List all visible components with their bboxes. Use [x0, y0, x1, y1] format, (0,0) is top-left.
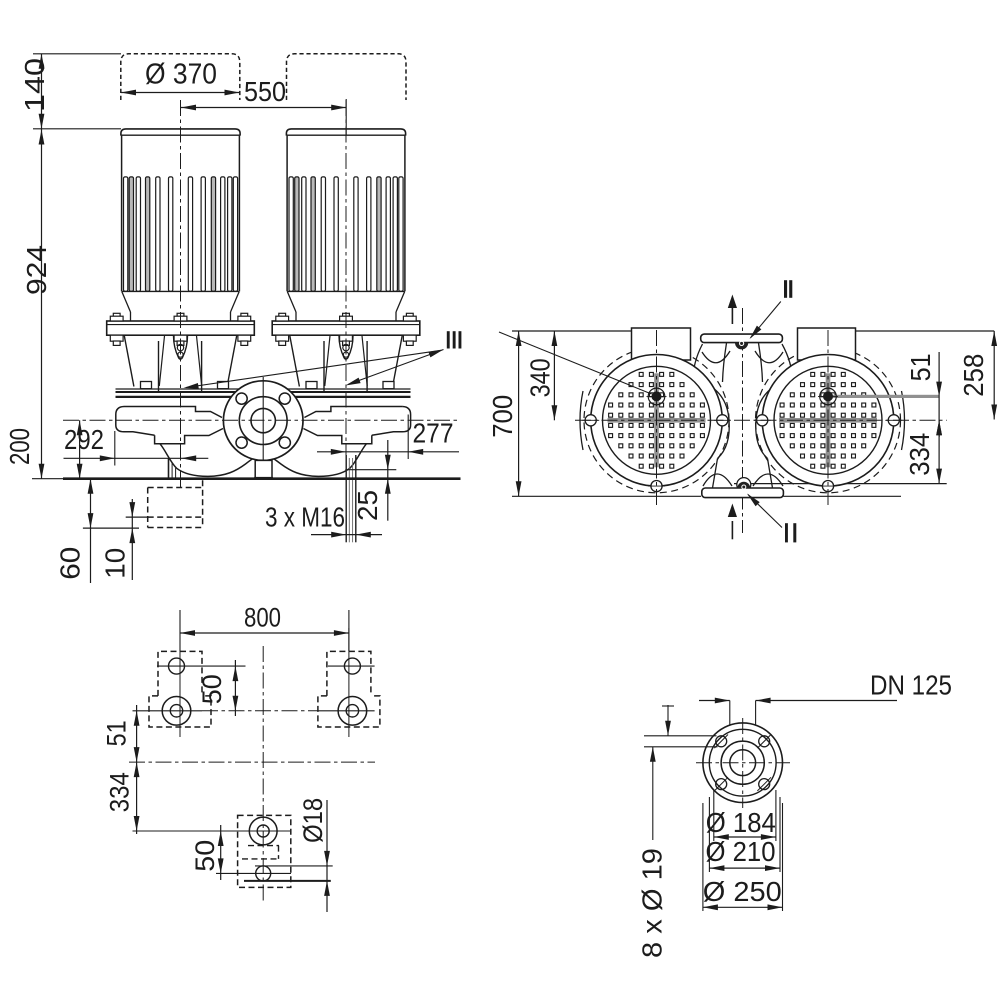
svg-text:51: 51	[905, 353, 936, 381]
svg-text:800: 800	[244, 603, 281, 633]
svg-text:340: 340	[525, 358, 556, 397]
svg-text:140: 140	[19, 58, 50, 112]
svg-text:Ø 370: Ø 370	[145, 59, 217, 91]
svg-text:Ø18: Ø18	[298, 798, 328, 843]
svg-text:50: 50	[190, 840, 220, 872]
svg-text:Ø 250: Ø 250	[703, 876, 782, 907]
svg-text:DN 125: DN 125	[870, 670, 952, 701]
svg-text:50: 50	[197, 674, 227, 704]
svg-text:292: 292	[64, 424, 104, 455]
svg-text:700: 700	[487, 395, 518, 438]
svg-text:8 x Ø 19: 8 x Ø 19	[637, 848, 668, 958]
svg-text:258: 258	[958, 354, 989, 397]
svg-text:25: 25	[352, 490, 383, 521]
svg-text:10: 10	[100, 548, 131, 579]
svg-text:3 x M16: 3 x M16	[265, 502, 345, 533]
svg-text:277: 277	[413, 418, 454, 449]
svg-text:Ø 184: Ø 184	[706, 807, 776, 838]
svg-text:550: 550	[244, 76, 286, 107]
svg-text:334: 334	[105, 772, 135, 812]
svg-text:200: 200	[4, 428, 35, 465]
svg-text:51: 51	[102, 720, 132, 746]
svg-text:924: 924	[21, 245, 52, 295]
svg-text:334: 334	[904, 433, 935, 476]
svg-text:60: 60	[55, 547, 86, 580]
svg-text:Ø 210: Ø 210	[706, 836, 776, 867]
